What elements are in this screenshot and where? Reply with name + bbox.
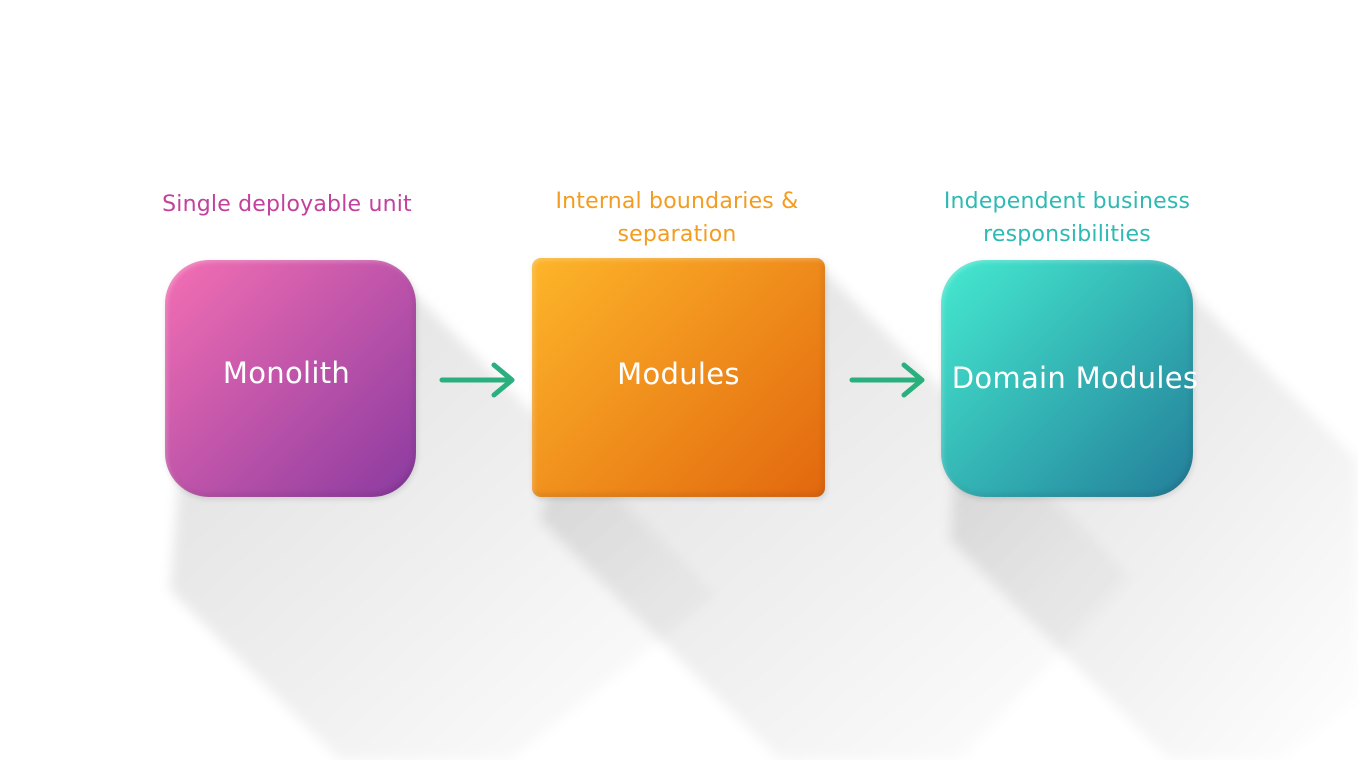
monolith-label: Monolith xyxy=(222,355,351,390)
modules-box: Modules xyxy=(532,258,825,497)
stage-2-caption: Internal boundaries & separation xyxy=(527,185,827,251)
stage-2-caption-line-1: Internal boundaries & xyxy=(555,189,799,214)
modules-label: Modules xyxy=(617,357,740,391)
monolith-box: Monolith xyxy=(165,260,416,497)
stage-1-caption-line-1: Single deployable unit xyxy=(162,192,412,217)
arrow-right-icon xyxy=(439,362,515,398)
stage-3-caption: Independent business responsibilities xyxy=(917,185,1217,251)
domain-modules-box: Domain Modules xyxy=(941,260,1198,497)
stage-3-caption-line-2: responsibilities xyxy=(983,222,1151,247)
domain-modules-label: Domain Modules xyxy=(951,361,1199,395)
stage-2-caption-line-2: separation xyxy=(617,222,737,247)
stage-3-caption-line-1: Independent business xyxy=(943,189,1191,214)
arrow-right-icon xyxy=(849,362,925,398)
stage-1-caption: Single deployable unit xyxy=(137,188,437,221)
